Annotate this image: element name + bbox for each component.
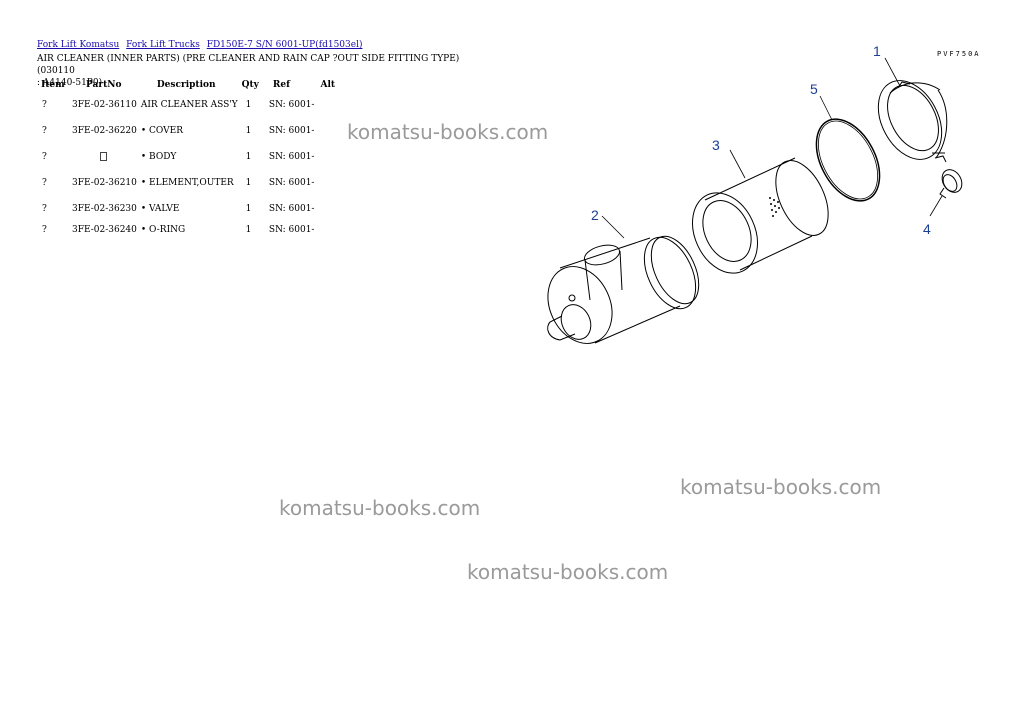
callout-1: 1 [873, 43, 881, 59]
column-header-item: Item [41, 80, 65, 90]
cell-part-no: 3FE-02-36220 [72, 126, 137, 136]
table-row: ? 3FE-02-36210 • ELEMENT,OUTER 1 SN: 600… [37, 170, 339, 196]
page-title-line1: AIR CLEANER (INNER PARTS) (PRE CLEANER A… [37, 54, 460, 76]
exploded-parts-diagram: 1 5 3 2 4 [547, 43, 963, 344]
table-row: ? 3FE-02-36230 • VALVE 1 SN: 6001- [37, 196, 339, 222]
cell-item: ? [42, 225, 47, 235]
leader-lines [601, 57, 943, 239]
cell-ref: SN: 6001- [268, 152, 315, 162]
column-header-description: Description [156, 80, 216, 90]
parts-table-header: Item PartNo Description Qty Ref Alt [37, 78, 339, 92]
cell-qty: 1 [245, 100, 252, 110]
watermark: komatsu-books.com [347, 120, 549, 144]
cell-description: • VALVE [140, 204, 180, 214]
cell-qty: 1 [245, 126, 252, 136]
callout-4: 4 [923, 221, 931, 237]
column-header-ref: Ref [272, 80, 290, 90]
column-header-qty: Qty [241, 80, 259, 90]
cell-ref: SN: 6001- [268, 178, 315, 188]
cell-description: • BODY [140, 152, 177, 162]
element-perforation-dots [769, 197, 780, 217]
cell-part-no: 3FE-02-36110 [72, 100, 137, 110]
cell-item: ? [42, 178, 47, 188]
parts-table: Item PartNo Description Qty Ref Alt ? 3F… [37, 78, 339, 238]
table-row: ? 3FE-02-36220 • COVER 1 SN: 6001- [37, 118, 339, 144]
callout-3: 3 [712, 137, 720, 153]
cell-description: • O-RING [140, 225, 186, 235]
page-title: AIR CLEANER (INNER PARTS) (PRE CLEANER A… [37, 53, 487, 89]
body-drawing [547, 235, 700, 344]
cell-description: AIR CLEANER ASS'Y [140, 100, 238, 110]
outer-element-drawing [692, 157, 829, 274]
drawing-code: PVF750A [937, 50, 981, 58]
cell-qty: 1 [245, 152, 252, 162]
cell-item: ? [42, 152, 47, 162]
cell-item: ? [42, 100, 47, 110]
watermark: komatsu-books.com [467, 560, 669, 584]
table-row: ? 3FE-02-36110 AIR CLEANER ASS'Y 1 SN: 6… [37, 92, 339, 118]
column-header-partno: PartNo [86, 80, 122, 90]
callout-5: 5 [810, 81, 818, 97]
breadcrumb-link-model[interactable]: FD150E-7 S/N 6001-UP(fd1503el) [206, 40, 363, 50]
cell-ref: SN: 6001- [268, 100, 315, 110]
cell-alt [316, 92, 339, 118]
cell-description: • ELEMENT,OUTER [140, 178, 234, 188]
cell-part-no: 3FE-02-36230 [72, 204, 137, 214]
cell-ref: SN: 6001- [268, 126, 315, 136]
missing-glyph-icon [100, 152, 107, 161]
cell-qty: 1 [245, 225, 252, 235]
cell-alt [316, 144, 339, 170]
column-header-alt: Alt [320, 80, 336, 90]
breadcrumb: Fork Lift Komatsu Fork Lift Trucks FD150… [37, 40, 366, 50]
breadcrumb-link-fork-lift-trucks[interactable]: Fork Lift Trucks [126, 40, 200, 50]
cell-qty: 1 [245, 178, 252, 188]
cell-alt [316, 222, 339, 238]
callout-2: 2 [591, 207, 599, 223]
cell-part-no: 3FE-02-36240 [72, 225, 137, 235]
o-ring-drawing [815, 118, 881, 202]
cell-description: • COVER [140, 126, 183, 136]
table-row: ? 3FE-02-36240 • O-RING 1 SN: 6001- [37, 222, 339, 238]
cell-alt [316, 170, 339, 196]
pre-cleaner-ring-drawing [877, 80, 948, 163]
table-row: ? • BODY 1 SN: 6001- [37, 144, 339, 170]
cell-alt [316, 118, 339, 144]
valve-drawing [939, 169, 963, 199]
breadcrumb-link-fork-lift-komatsu[interactable]: Fork Lift Komatsu [37, 40, 120, 50]
cell-part-no: 3FE-02-36210 [72, 178, 137, 188]
cell-item: ? [42, 204, 47, 214]
watermark: komatsu-books.com [279, 496, 481, 520]
cell-alt [316, 196, 339, 222]
cell-ref: SN: 6001- [268, 204, 315, 214]
cell-part-no [70, 144, 139, 170]
cell-qty: 1 [245, 204, 252, 214]
cell-item: ? [42, 126, 47, 136]
watermark: komatsu-books.com [680, 475, 882, 499]
page-title-line2: : A4140-51P0) [37, 78, 103, 88]
cell-ref: SN: 6001- [268, 225, 315, 235]
